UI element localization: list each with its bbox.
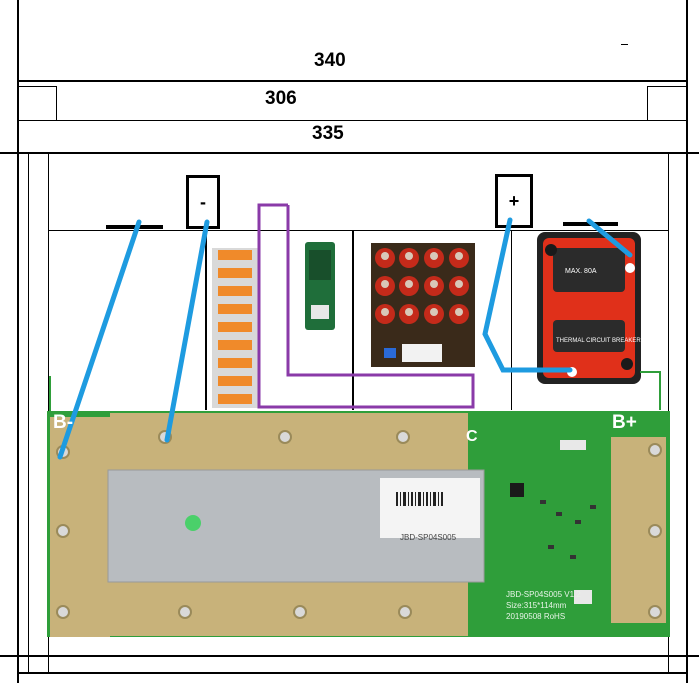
bms-model-line-1: JBD-SP04S005 V1.2 [506, 590, 581, 599]
compartment-divider-1 [205, 230, 207, 410]
outer-left-edge [17, 0, 19, 683]
rail-top-inner [0, 152, 699, 154]
breaker-text-1: MAX. 80A [565, 268, 597, 275]
dimension-label-340: 340 [314, 50, 346, 71]
bms-board [47, 411, 670, 637]
rail-340 [17, 80, 688, 82]
negative-busbar-bar [106, 225, 163, 229]
bms-label-b-minus: B- [53, 412, 74, 433]
dimension-label-335: 335 [312, 123, 344, 144]
dimension-label-306: 306 [265, 88, 297, 109]
bms-model-line-2: Size:315*114mm [506, 601, 567, 610]
compartment-divider-3 [511, 230, 512, 410]
wire-negative-terminal [164, 219, 210, 443]
rail-bottom-2 [17, 672, 688, 674]
wire-breaker-top [586, 218, 633, 258]
rail-bottom-1 [0, 655, 699, 657]
bms-label-b-plus: B+ [612, 412, 637, 433]
purple-outline [257, 203, 475, 409]
tick-mark [621, 44, 628, 45]
wago-connector-block [212, 248, 258, 408]
wire-b-minus-left [57, 219, 142, 460]
bluetooth-module [305, 242, 335, 330]
left-bracket-h [17, 86, 57, 87]
left-bracket-v [56, 86, 57, 120]
wire-positive-to-breaker [482, 217, 573, 373]
bms-label-c: C [466, 428, 478, 445]
capacitor-board [371, 243, 475, 367]
right-bracket-h [647, 86, 687, 87]
inner-left-wall [28, 154, 29, 674]
bms-model-line-3: 20190508 RoHS [506, 612, 566, 621]
bracket-outline-right [640, 371, 661, 410]
positive-terminal-box: + [495, 174, 533, 228]
negative-terminal-box: - [186, 175, 220, 229]
circuit-breaker [537, 232, 641, 384]
heatsink-label: JBD-SP04S005 [400, 533, 457, 542]
rail-306 [17, 120, 688, 121]
left-stub [0, 152, 17, 153]
wires [57, 217, 633, 460]
compartment-top [48, 230, 668, 231]
breaker-text-2: THERMAL CIRCUIT BREAKER [556, 338, 641, 344]
compartment-divider-2 [352, 230, 354, 410]
outer-right-edge [686, 0, 688, 683]
right-bracket-v [647, 86, 648, 120]
